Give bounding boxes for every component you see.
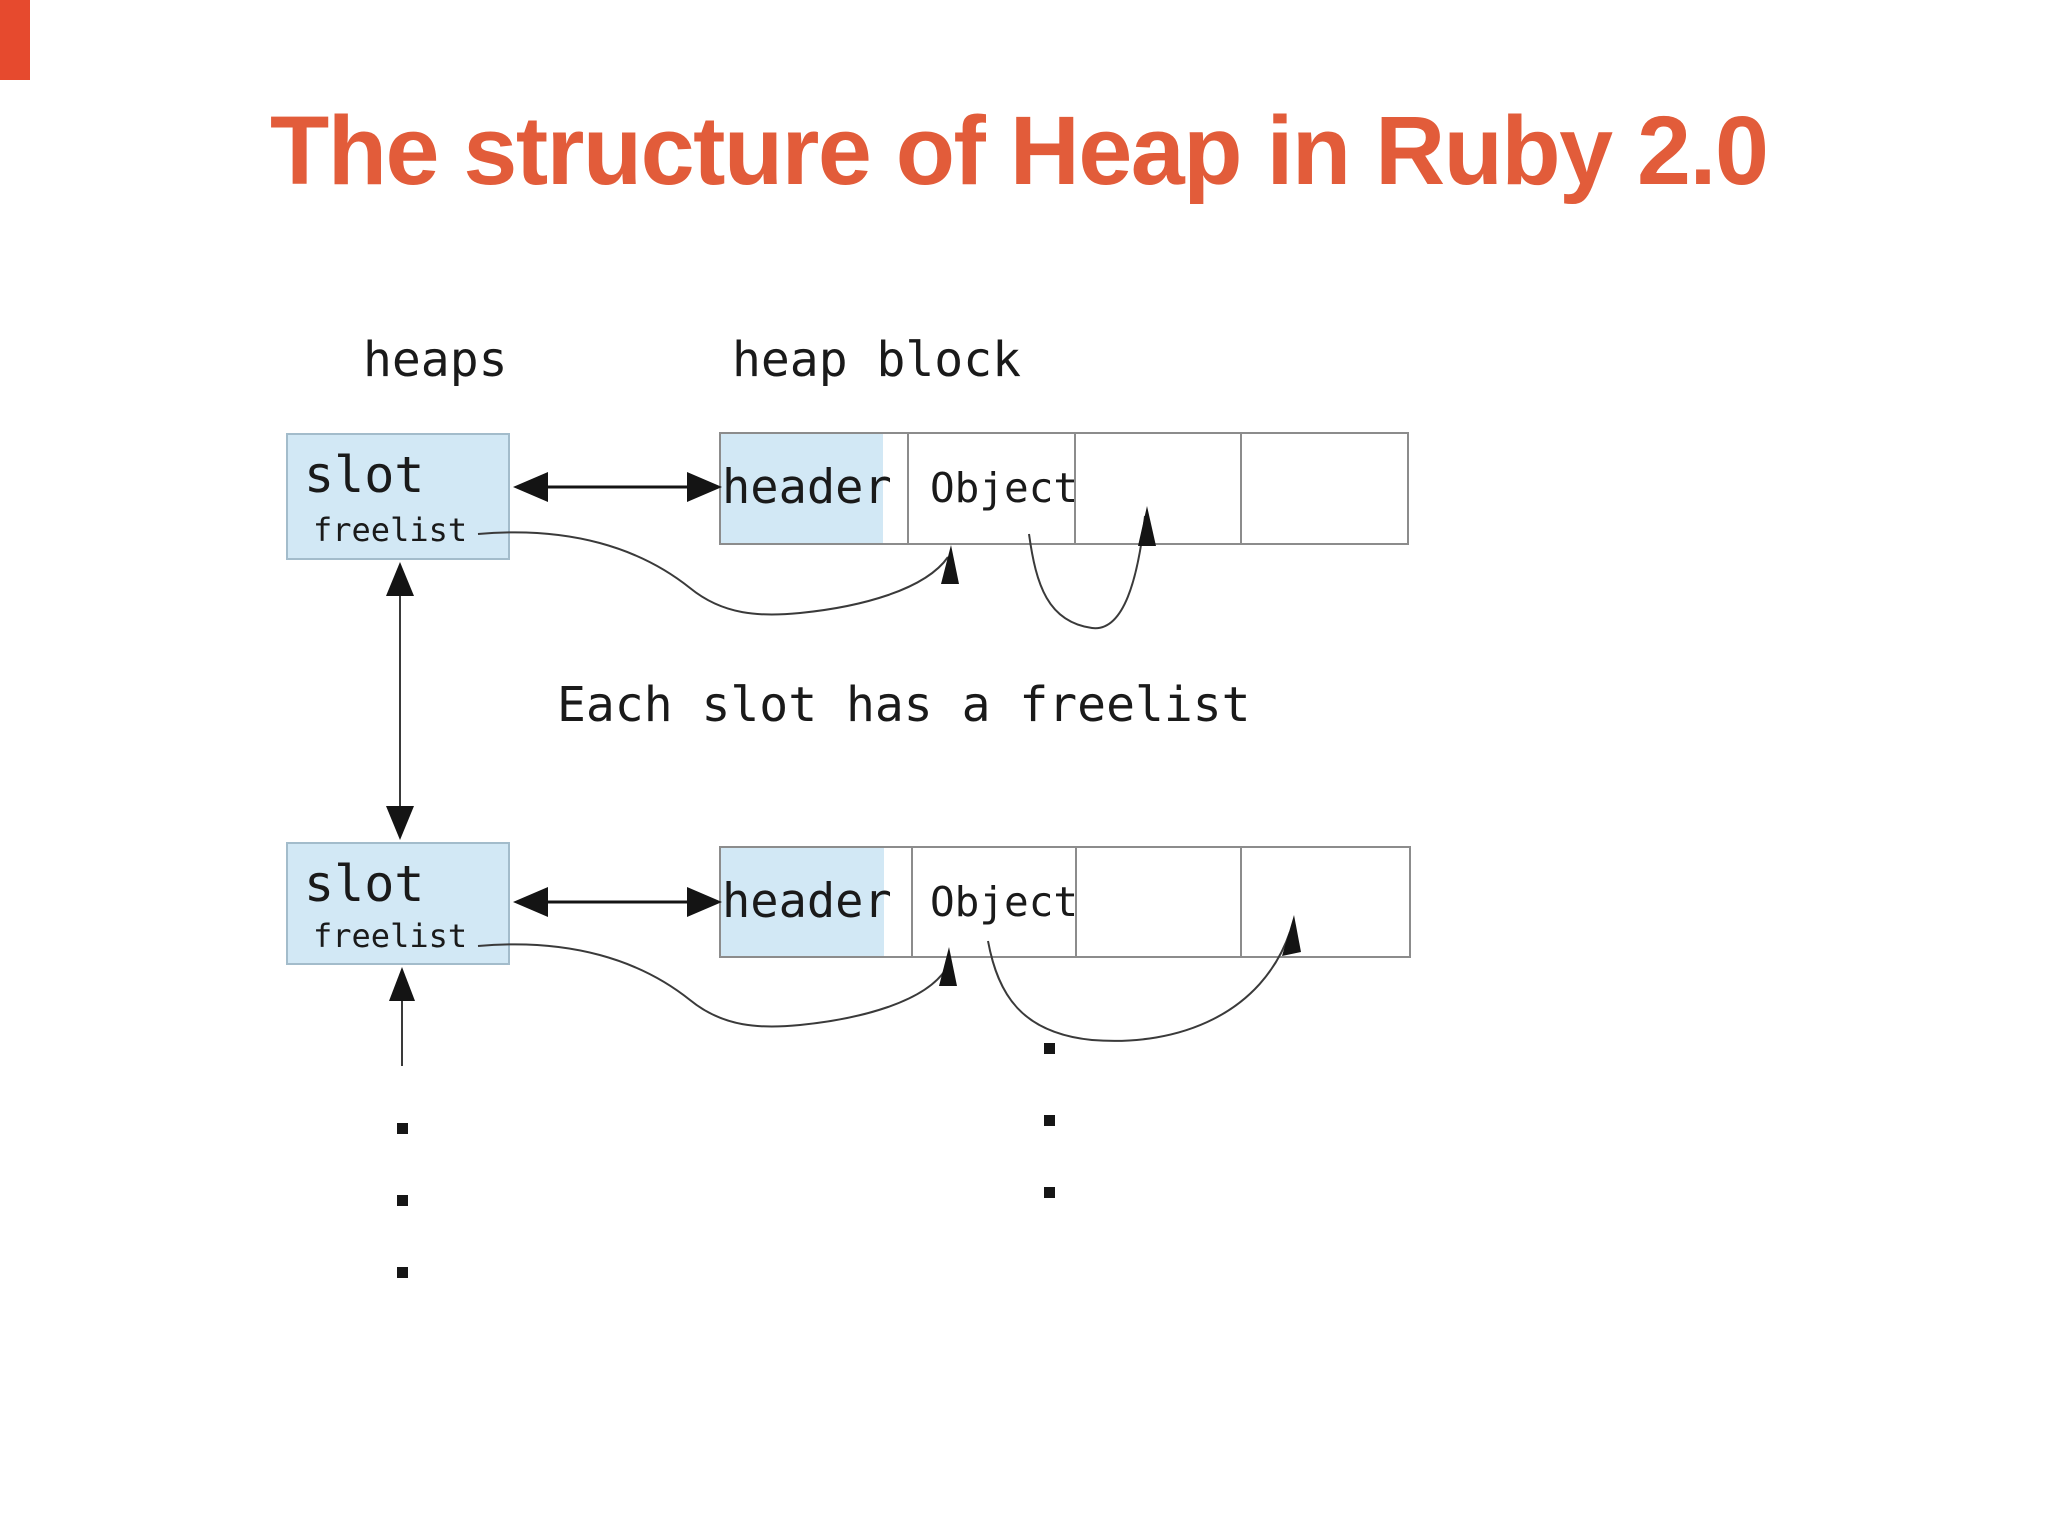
ellipsis-dot [397,1123,408,1134]
label-annotation: Each slot has a freelist [557,677,1251,733]
row-2-object-text: Object [930,878,1079,926]
row-2-header-text: header [722,874,892,929]
ellipsis-dot [397,1195,408,1206]
row-1-header-cell-fill [721,434,883,543]
row-1-divider-3 [1240,434,1242,543]
heap-block-row-2: header Object [719,846,1411,958]
heap-block-row-1: header Object [719,432,1409,545]
slot2-header2-double-arrow [513,887,722,917]
ellipsis-dot [1044,1187,1055,1198]
slot-1-label: slot [304,446,425,504]
slide-title: The structure of Heap in Ruby 2.0 [270,96,1769,205]
slot-2-freelist-label: freelist [313,917,468,955]
slot2-up-arrow [389,967,415,1066]
row-2-divider-3 [1240,848,1242,956]
slot-box-2: slot freelist [286,842,510,965]
ellipsis-dot [1044,1115,1055,1126]
slot1-header1-double-arrow [513,472,722,502]
row-1-divider-1 [907,434,909,543]
row-1-object-text: Object [930,464,1079,512]
slot-2-label: slot [304,855,425,913]
label-heap-block: heap block [732,332,1021,388]
row-1-header-text: header [722,460,892,515]
row-1-divider-2 [1074,434,1076,543]
ellipsis-dot [1044,1043,1055,1054]
ellipsis-dot [397,1267,408,1278]
slot-box-1: slot freelist [286,433,510,560]
row-2-divider-2 [1075,848,1077,956]
corner-accent-bar [0,0,30,80]
row-2-header-cell-fill [721,848,884,956]
slot-1-freelist-label: freelist [313,511,468,549]
slot1-slot2-double-arrow [386,562,414,840]
label-heaps: heaps [363,332,508,388]
row-2-divider-1 [911,848,913,956]
